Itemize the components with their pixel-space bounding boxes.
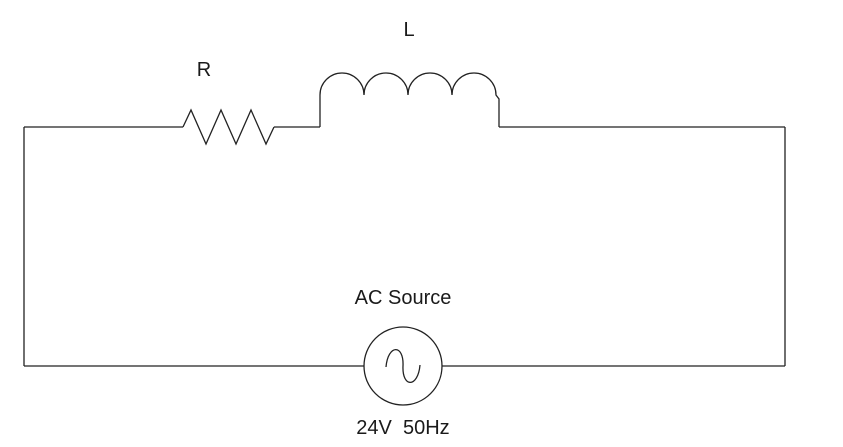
sine-wave-icon: [385, 348, 421, 384]
inductor-symbol: [319, 72, 500, 127]
ac-source-label: AC Source: [355, 287, 452, 309]
resistor-label: R: [197, 59, 211, 81]
ac-source-rating: 24V 50Hz: [356, 417, 449, 439]
inductor-label: L: [403, 19, 414, 41]
resistor-symbol: [182, 108, 275, 146]
